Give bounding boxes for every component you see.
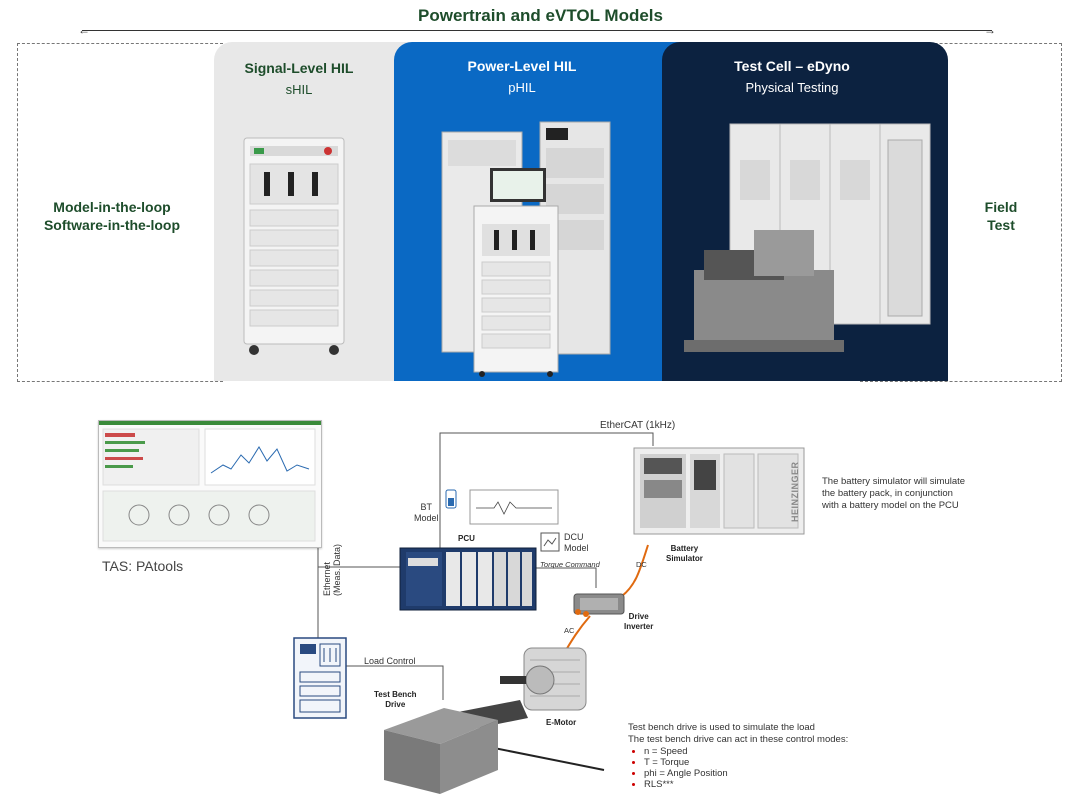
battery-note-line1: The battery simulator will simulate [822,476,966,487]
phil-panel: Power-Level HIL pHIL [394,42,684,381]
dyno-subtitle: Physical Testing [745,80,839,95]
field-dashed-frame [860,43,1062,382]
load-control-label: Load Control [364,656,416,666]
bt-model-line2: Model [414,513,439,523]
test-bench-drive-image [384,700,528,794]
drive-inverter-image [573,593,625,617]
shil-rack-image [243,137,345,355]
battery-note-line3: with a battery model on the PCU [822,500,959,511]
pcu-label: PCU [458,534,475,543]
field-label: Field Test [960,198,1042,234]
span-arrow-line [82,30,992,31]
battery-simulator-label: Battery Simulator [666,544,703,564]
dcu-model-icon [540,532,560,552]
battery-note: The battery simulator will simulate the … [822,476,965,512]
test-bench-label: Test Bench Drive [374,690,417,710]
emotor-image [500,647,587,711]
tas-screenshot [98,420,322,548]
dyno-panel: Test Cell – eDyno Physical Testing [662,42,948,381]
field-label-line2: Test [987,217,1015,233]
bench-note: Test bench drive is used to simulate the… [628,722,848,790]
phil-title: Power-Level HIL [467,58,577,74]
drive-inverter-line2: Inverter [624,622,654,631]
phil-racks-image [441,121,611,377]
shil-subtitle: sHIL [285,82,313,97]
ac-label: AC [564,626,575,635]
battery-simulator-line2: Simulator [666,554,703,563]
field-label-line1: Field [984,199,1018,215]
tas-screen-content [102,428,316,542]
battery-circuit-schematic [445,489,559,525]
control-modes-list: n = Speed T = Torque phi = Angle Positio… [628,746,848,790]
mil-label-line1: Model-in-the-loop [53,199,171,215]
mil-label: Model-in-the-loop Software-in-the-loop [18,198,206,234]
control-mode-item: phi = Angle Position [644,768,848,779]
page-title: Powertrain and eVTOL Models [418,6,663,25]
controller-rack-image [293,637,347,719]
ethernet-label: Ethernet (Meas. Data) [322,544,342,596]
bt-model-label: BT Model [414,502,439,524]
bench-note-line1: Test bench drive is used to simulate the… [628,722,815,733]
control-mode-item: T = Torque [644,757,848,768]
bench-note-line2: The test bench drive can act in these co… [628,734,849,745]
battery-simulator-line1: Battery [670,544,699,553]
dcu-model-label: DCU Model [564,532,589,554]
mil-label-line2: Software-in-the-loop [43,217,181,233]
drive-inverter-label: Drive Inverter [624,612,653,632]
battery-simulator-image [633,447,805,535]
pcu-chassis-image [399,547,537,611]
dyno-title: Test Cell – eDyno [734,58,850,74]
battery-note-line2: the battery pack, in conjunction [822,488,953,499]
bt-model-line1: BT [420,502,433,512]
emotor-label: E-Motor [546,718,577,727]
shil-panel: Signal-Level HIL sHIL [214,42,414,381]
phil-subtitle: pHIL [508,80,536,95]
ethernet-label-line2: (Meas. Data) [332,543,342,596]
arrow-right-icon: → [984,23,996,37]
control-mode-item: RLS*** [644,779,848,790]
shil-title: Signal-Level HIL [244,60,354,76]
ethernet-label-line1: Ethernet [322,561,332,596]
tas-titlebar [99,421,321,425]
ethercat-label: EtherCAT (1kHz) [600,420,676,431]
dcu-model-line1: DCU [564,532,584,542]
test-bench-line1: Test Bench [374,690,417,699]
arrow-left-icon: ← [78,23,90,37]
heinzinger-brand: HEINZINGER [790,461,800,522]
test-bench-line2: Drive [385,700,406,709]
dcu-model-line2: Model [564,543,589,553]
torque-command-label: Torque Command [540,560,600,569]
dyno-test-cell-image [684,123,931,352]
dc-label: DC [636,560,647,569]
control-mode-item: n = Speed [644,746,848,757]
tas-label: TAS: PAtools [102,558,184,574]
drive-inverter-line1: Drive [628,612,649,621]
mil-dashed-frame [17,43,223,382]
